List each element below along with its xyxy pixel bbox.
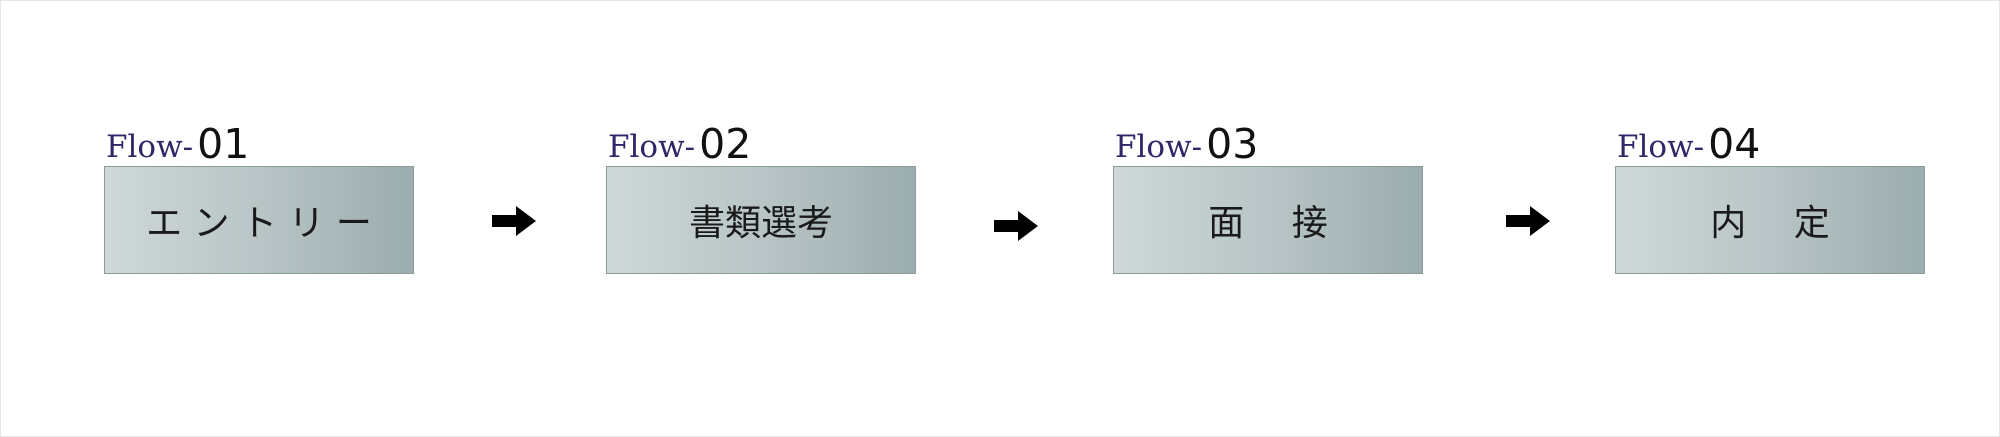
flow-step-2: Flow- 02 書類選考: [606, 123, 918, 274]
right-arrow-icon: [994, 211, 1038, 241]
step-number: 01: [197, 120, 250, 168]
flow-step-3: Flow- 03 面 接: [1113, 123, 1425, 274]
step-number: 03: [1206, 120, 1259, 168]
step-box: 書類選考: [606, 166, 916, 274]
step-number: 04: [1708, 120, 1761, 168]
step-label: Flow- 01: [104, 123, 416, 165]
step-box: 面 接: [1113, 166, 1423, 274]
flow-step-4: Flow- 04 内 定: [1615, 123, 1927, 274]
step-text: 内 定: [1710, 203, 1830, 244]
right-arrow-icon: [1506, 206, 1550, 236]
step-box: 内 定: [1615, 166, 1925, 274]
step-text: 面 接: [1208, 203, 1328, 244]
step-prefix: Flow-: [1617, 129, 1705, 165]
step-prefix: Flow-: [1115, 129, 1203, 165]
right-arrow-icon: [492, 206, 536, 236]
step-number: 02: [699, 120, 752, 168]
step-box: エ ン ト リ ー: [104, 166, 414, 274]
step-prefix: Flow-: [106, 129, 194, 165]
step-label: Flow- 03: [1113, 123, 1425, 165]
step-label: Flow- 02: [606, 123, 918, 165]
step-text: 書類選考: [688, 203, 833, 244]
step-label: Flow- 04: [1615, 123, 1927, 165]
flow-step-1: Flow- 01 エ ン ト リ ー: [104, 123, 416, 274]
step-text: エ ン ト リ ー: [146, 203, 372, 244]
step-prefix: Flow-: [608, 129, 696, 165]
